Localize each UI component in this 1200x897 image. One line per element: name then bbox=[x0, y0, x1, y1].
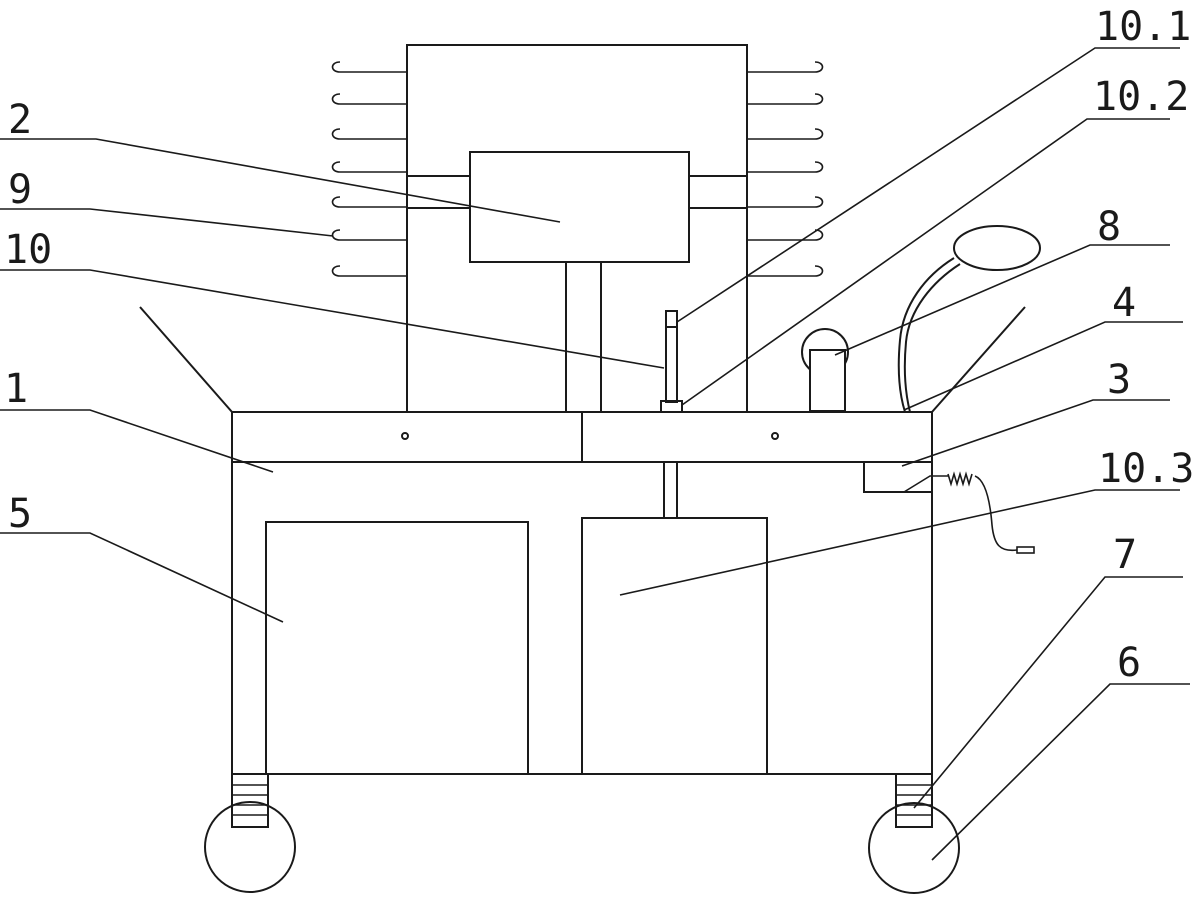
support-column bbox=[565, 262, 678, 519]
label-8: 8 bbox=[1097, 204, 1121, 250]
label-2: 2 bbox=[8, 97, 32, 143]
label-1: 1 bbox=[4, 366, 28, 412]
back-panel bbox=[406, 44, 748, 413]
label-7: 7 bbox=[1113, 532, 1137, 578]
label-5: 5 bbox=[8, 491, 32, 537]
leader-lines bbox=[0, 47, 1190, 861]
wheels bbox=[204, 801, 960, 894]
label-4: 4 bbox=[1112, 280, 1136, 326]
lifting-rod bbox=[660, 310, 683, 413]
reference-labels: 10.1 10.2 2 9 10 8 4 1 3 10.3 5 7 6 bbox=[4, 4, 1194, 686]
cabinet-body bbox=[231, 462, 933, 775]
label-3: 3 bbox=[1107, 357, 1131, 403]
label-9: 9 bbox=[8, 167, 32, 213]
hair-dryer bbox=[801, 328, 849, 412]
label-6: 6 bbox=[1117, 640, 1141, 686]
leg-block-right bbox=[895, 773, 933, 828]
label-10-2: 10.2 bbox=[1093, 74, 1189, 120]
label-10-3: 10.3 bbox=[1098, 446, 1194, 492]
label-10-1: 10.1 bbox=[1095, 4, 1191, 50]
hooks-left bbox=[331, 61, 407, 277]
label-10: 10 bbox=[4, 227, 52, 273]
hooks-right bbox=[747, 61, 824, 277]
lamp bbox=[897, 225, 1041, 413]
table-top bbox=[139, 306, 1026, 463]
display-box bbox=[407, 151, 747, 263]
leg-block-left bbox=[231, 773, 269, 828]
tool-holder bbox=[863, 461, 1035, 554]
